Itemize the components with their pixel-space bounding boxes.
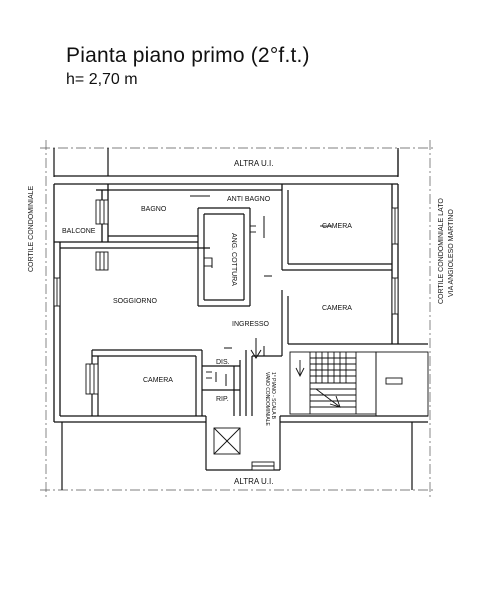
label-camera-mid: CAMERA xyxy=(322,305,352,312)
label-altra-ui-bottom: ALTRA U.I. xyxy=(234,477,273,486)
neighbour-unit-bottom xyxy=(61,416,413,490)
entrance-arrow xyxy=(250,338,262,359)
label-cortile-right-1: CORTILE CONDOMINIALE LATO xyxy=(438,198,445,304)
label-camera-top: CAMERA xyxy=(322,223,352,230)
label-camera-left: CAMERA xyxy=(143,377,173,384)
label-cortile-right-2: VIA ANGIOLESO MARTINO xyxy=(448,209,455,297)
staircase xyxy=(289,351,429,417)
neighbour-unit-top xyxy=(53,148,399,177)
reference-lines xyxy=(40,140,436,498)
label-soggiorno: SOGGIORNO xyxy=(113,298,158,305)
label-balcone: BALCONE xyxy=(62,228,96,235)
wall-markers xyxy=(206,225,332,379)
label-rip: RIP. xyxy=(216,396,229,403)
label-antibagno: ANTI BAGNO xyxy=(227,196,271,203)
kitchen-fixture xyxy=(203,257,213,267)
label-scala-b: 1° PIANO - SCALA B xyxy=(270,372,276,420)
label-altra-ui-top: ALTRA U.I. xyxy=(234,159,273,168)
label-cortile-left: CORTILE CONDOMINIALE xyxy=(28,185,35,272)
lift-shaft xyxy=(213,427,241,455)
ceiling-height: h= 2,70 m xyxy=(66,71,138,88)
label-ang-cottura: ANG. COTTURA xyxy=(230,233,237,286)
label-vano-condominiale: VANO CONDOMINIALE xyxy=(264,372,270,426)
label-bagno: BAGNO xyxy=(141,206,167,213)
exterior-walls xyxy=(53,183,428,423)
label-ingresso: INGRESSO xyxy=(232,321,270,328)
windows xyxy=(53,199,399,471)
label-dis: DIS. xyxy=(216,359,230,366)
plan-title: Pianta piano primo (2°f.t.) xyxy=(66,44,310,67)
